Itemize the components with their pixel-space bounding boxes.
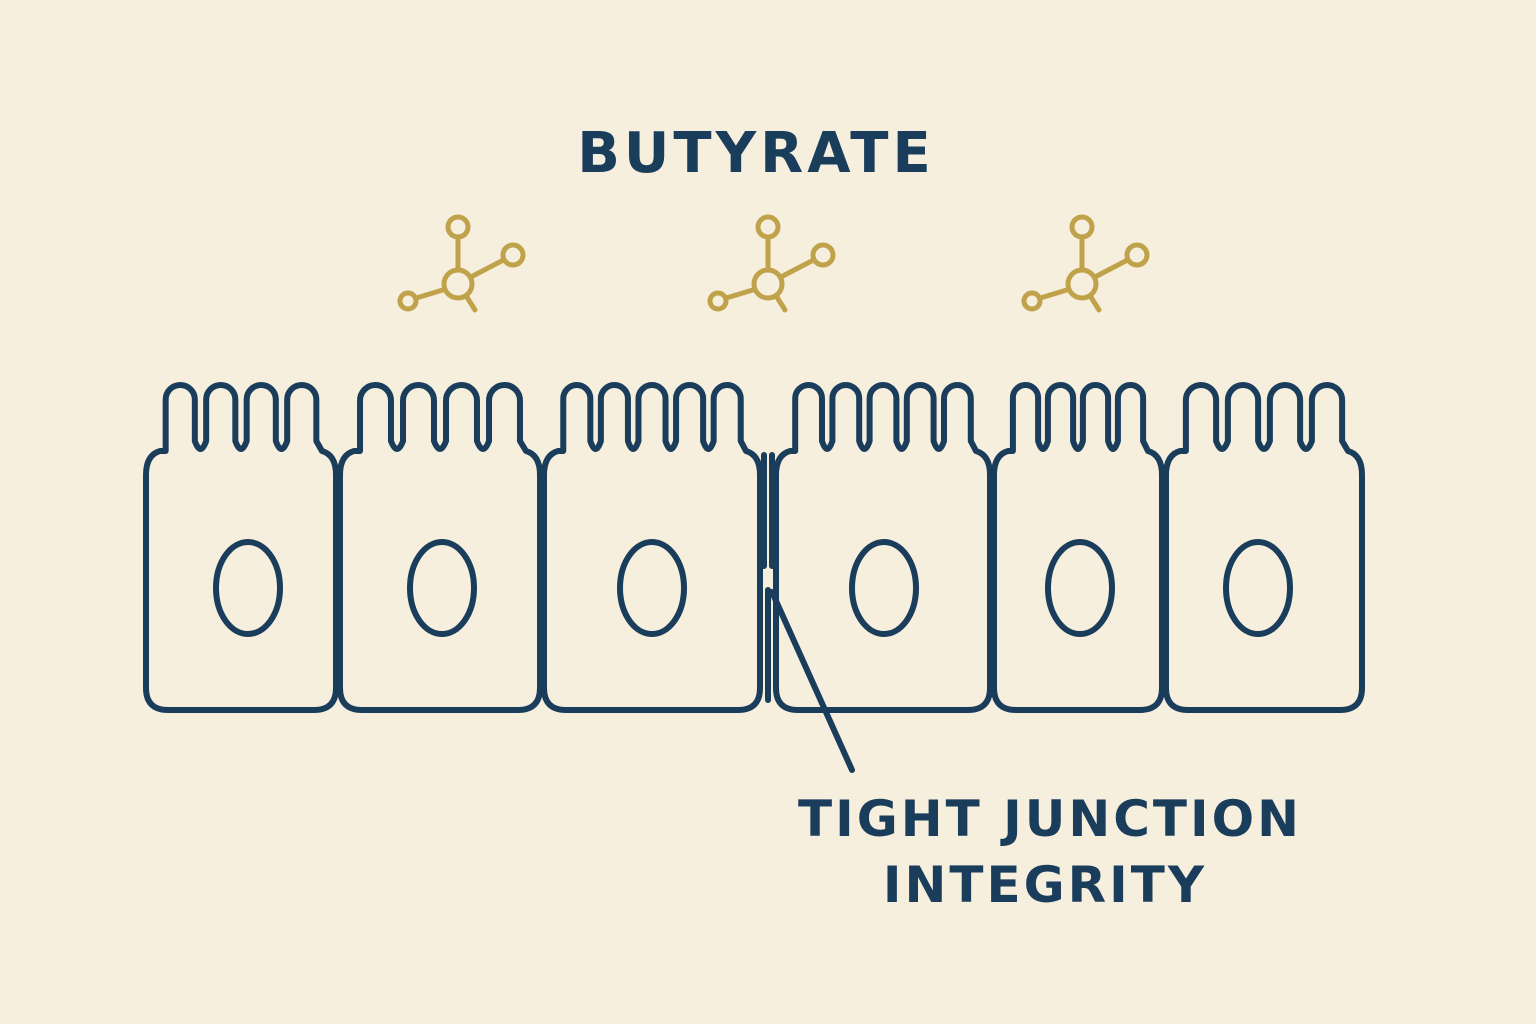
epithelial-cell: [143, 382, 339, 713]
butyrate-molecule-icon: [1021, 214, 1150, 313]
epithelial-cell: [337, 382, 543, 713]
diagram-title: BUTYRATE: [577, 121, 934, 186]
nucleus: [849, 539, 919, 637]
callout-pointer-line: [769, 589, 855, 773]
epithelial-cell: [1163, 382, 1365, 713]
butyrate-molecule-icon: [397, 214, 526, 313]
butyrate-molecule-icon: [707, 214, 836, 313]
nucleus: [407, 539, 477, 637]
nucleus: [213, 539, 283, 637]
butyrate-molecules: [397, 214, 1150, 313]
epithelial-cell-layer: [143, 382, 1365, 713]
nucleus: [617, 539, 687, 637]
epithelial-cell: [773, 382, 993, 713]
callout-label-line1: TIGHT JUNCTION: [798, 790, 1302, 848]
nucleus: [1223, 539, 1293, 637]
nucleus: [1045, 539, 1115, 637]
epithelial-cell: [991, 382, 1165, 713]
callout-label-line2: INTEGRITY: [883, 856, 1207, 914]
epithelial-cell: [541, 382, 763, 713]
tight-junction-gap: [761, 452, 775, 703]
